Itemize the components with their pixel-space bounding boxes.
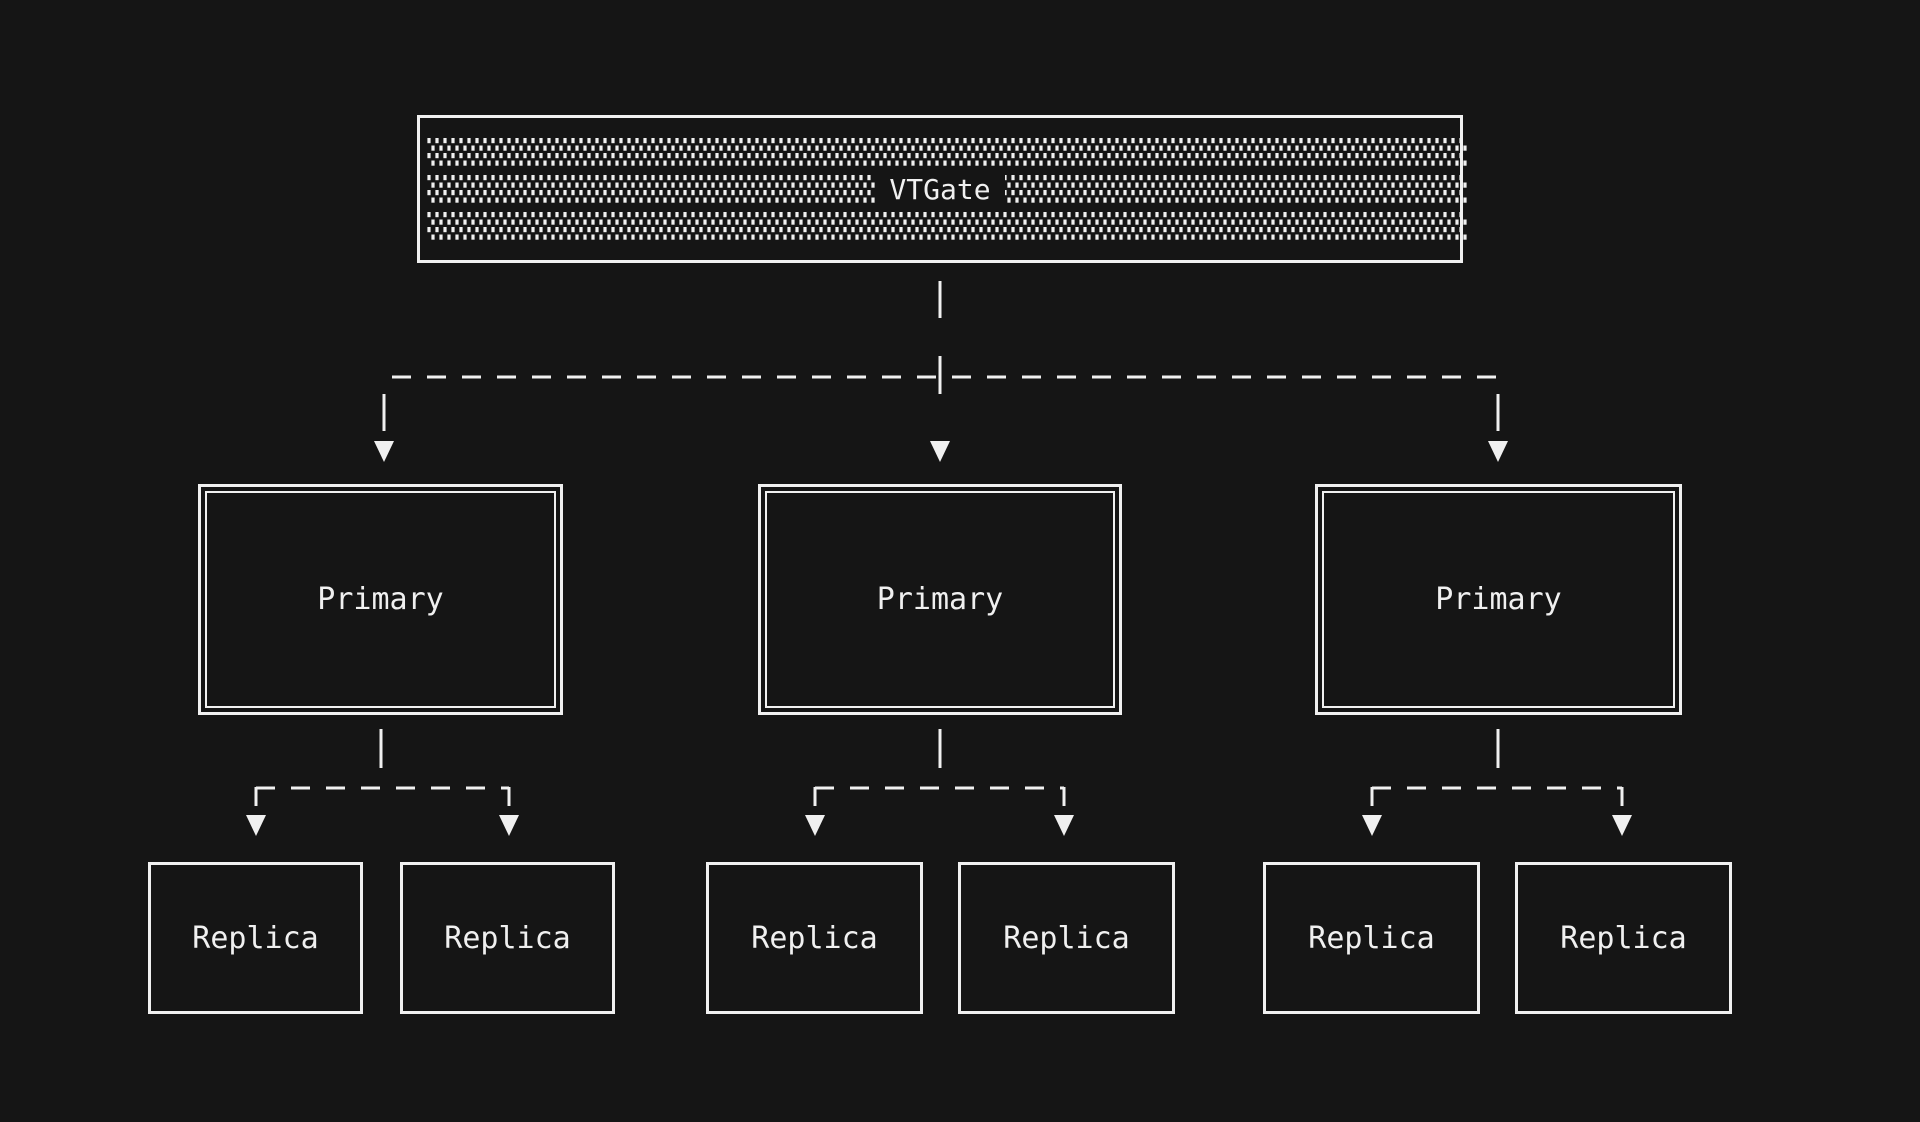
replica-label: Replica — [751, 920, 878, 956]
arrowhead-primary-1 — [374, 441, 394, 462]
primary-node-1: Primary — [198, 484, 563, 715]
replica-node-3b: Replica — [1515, 862, 1732, 1014]
arrowhead-replica-3b — [1612, 815, 1632, 836]
replica-label: Replica — [444, 920, 571, 956]
vtgate-node: VTGate — [417, 115, 1467, 263]
primary-label: Primary — [876, 582, 1004, 617]
primary-node-1-inner: Primary — [205, 491, 556, 708]
primary-node-3: Primary — [1315, 484, 1682, 715]
arrowhead-primary-3 — [1488, 441, 1508, 462]
edges-primary-1-to-replicas — [246, 729, 519, 836]
replica-node-2a: Replica — [706, 862, 923, 1014]
arrowhead-replica-2b — [1054, 815, 1074, 836]
vtgate-label: VTGate — [875, 169, 1005, 209]
edges-primary-3-to-replicas — [1362, 729, 1632, 836]
replica-node-3a: Replica — [1263, 862, 1480, 1014]
primary-node-2-inner: Primary — [765, 491, 1115, 708]
replica-node-2b: Replica — [958, 862, 1175, 1014]
arrowhead-replica-3a — [1362, 815, 1382, 836]
replica-label: Replica — [1308, 920, 1435, 956]
arrowhead-replica-1a — [246, 815, 266, 836]
arrowhead-replica-1b — [499, 815, 519, 836]
replica-node-1a: Replica — [148, 862, 363, 1014]
primary-label: Primary — [317, 582, 444, 617]
primary-label: Primary — [1435, 582, 1562, 617]
primary-node-2: Primary — [758, 484, 1122, 715]
replica-label: Replica — [1003, 920, 1130, 956]
arrowhead-replica-2a — [805, 815, 825, 836]
replica-node-1b: Replica — [400, 862, 615, 1014]
edges-primary-2-to-replicas — [805, 729, 1074, 836]
edges-vtgate-to-primaries — [374, 281, 1508, 462]
replica-label: Replica — [192, 920, 319, 956]
arrowhead-primary-2 — [930, 441, 950, 462]
primary-node-3-inner: Primary — [1322, 491, 1675, 708]
replica-label: Replica — [1560, 920, 1687, 956]
